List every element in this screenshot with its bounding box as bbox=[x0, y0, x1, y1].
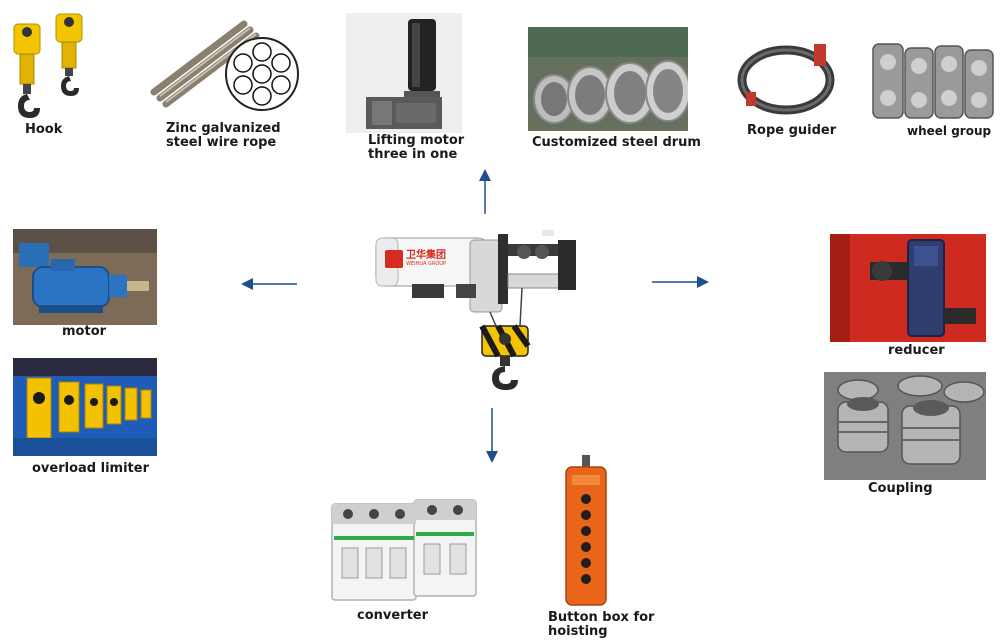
motor-image bbox=[13, 229, 157, 325]
converter-label: converter bbox=[357, 608, 429, 623]
button-box-label-line1: Button box for bbox=[548, 610, 655, 625]
hook-label: Hook bbox=[25, 122, 63, 137]
button-box-label: Button box for hoisting bbox=[548, 611, 654, 639]
overload-limiter-label: overload limiter bbox=[32, 461, 149, 476]
reducer-label: reducer bbox=[888, 343, 945, 358]
button-box-image bbox=[556, 455, 616, 607]
steel-drum-label: Customized steel drum bbox=[532, 135, 701, 150]
converter-image bbox=[328, 494, 480, 606]
hook-image bbox=[8, 10, 90, 122]
overload-limiter-image bbox=[13, 358, 157, 456]
coupling-label: Coupling bbox=[868, 481, 933, 496]
lifting-motor-label: Lifting motor three in one bbox=[368, 134, 464, 162]
wire-rope-image bbox=[150, 18, 302, 114]
lifting-motor-image bbox=[346, 13, 462, 133]
coupling-image bbox=[824, 372, 986, 480]
lifting-motor-label-line1: Lifting motor bbox=[368, 133, 465, 148]
wire-rope-label-line2: steel wire rope bbox=[166, 135, 277, 150]
wire-rope-label-line1: Zinc galvanized bbox=[166, 121, 281, 136]
lifting-motor-label-line2: three in one bbox=[368, 147, 458, 162]
rope-guider-label: Rope guider bbox=[747, 123, 837, 138]
reducer-image bbox=[830, 234, 986, 342]
brand-logo bbox=[385, 250, 403, 268]
button-box-label-line2: hoisting bbox=[548, 624, 608, 639]
brand-text: 卫华集团 bbox=[406, 250, 446, 261]
steel-drum-image bbox=[528, 27, 688, 131]
motor-label: motor bbox=[62, 324, 107, 339]
wire-rope-label: Zinc galvanized steel wire rope bbox=[166, 122, 281, 150]
rope-guider-image bbox=[736, 38, 836, 118]
wheel-group-image bbox=[869, 40, 997, 122]
wheel-group-label: wheel group bbox=[907, 124, 992, 138]
brand-subtext: WEIHUA GROUP bbox=[406, 261, 446, 267]
